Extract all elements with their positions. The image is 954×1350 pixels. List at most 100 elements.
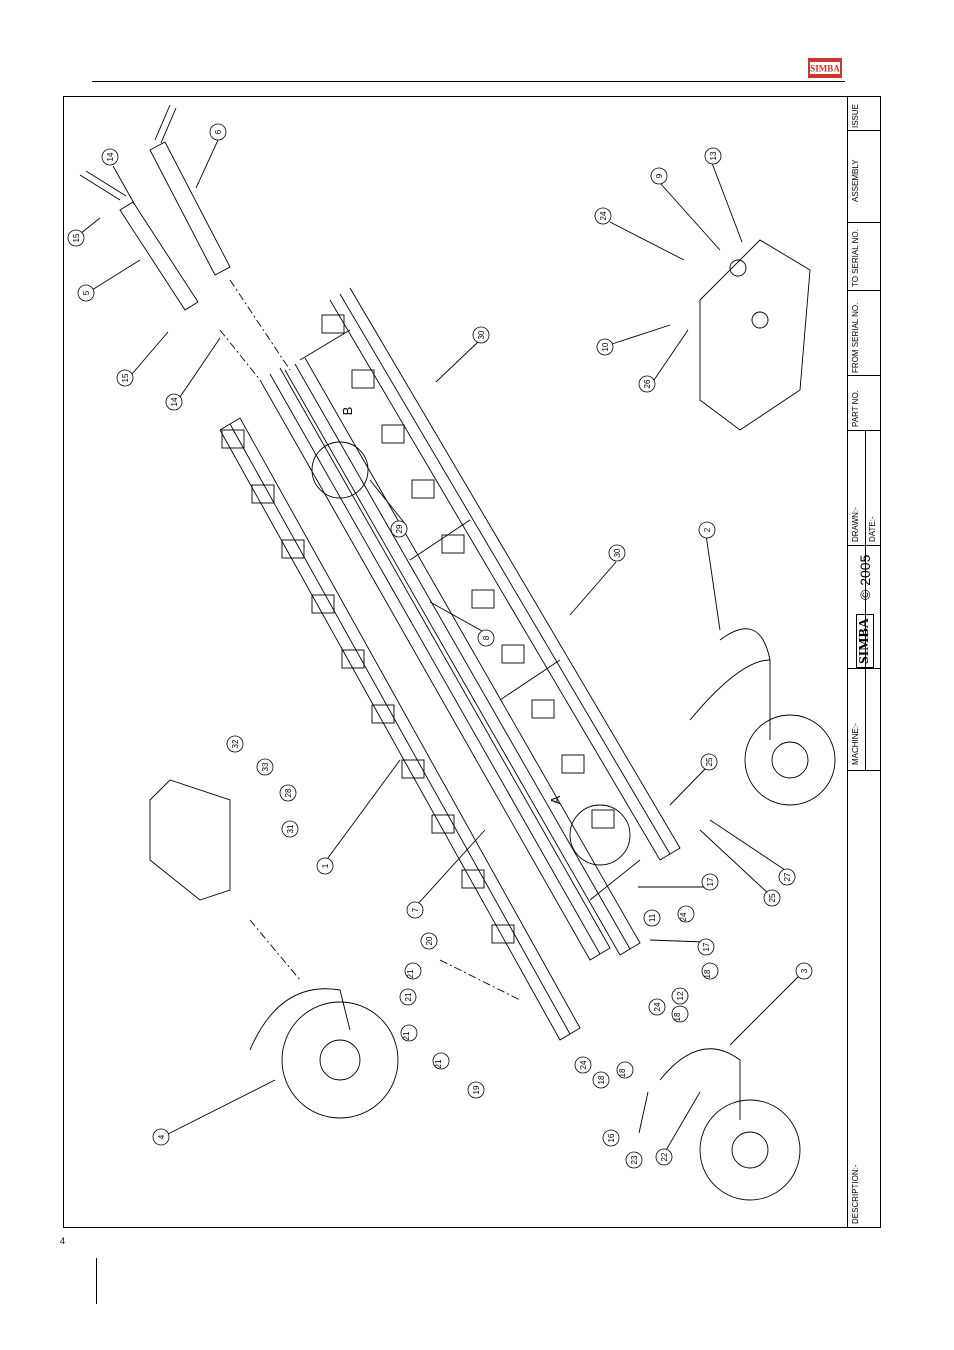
- balloon: 18: [702, 963, 718, 979]
- balloon: 24: [649, 999, 665, 1015]
- disc-assembly-lower-left: [250, 989, 398, 1118]
- svg-text:15: 15: [121, 373, 130, 382]
- balloon: 3: [796, 963, 812, 979]
- balloon: 25: [764, 890, 780, 906]
- svg-text:15: 15: [72, 233, 81, 242]
- svg-text:31: 31: [286, 824, 295, 833]
- balloon: 30: [609, 545, 625, 561]
- svg-text:3: 3: [800, 968, 809, 973]
- svg-text:26: 26: [643, 379, 652, 388]
- svg-text:17: 17: [702, 942, 711, 951]
- balloon: 12: [672, 988, 688, 1004]
- svg-text:30: 30: [613, 548, 622, 557]
- svg-text:14: 14: [106, 152, 115, 161]
- view-label-a: A: [548, 795, 563, 804]
- svg-text:20: 20: [425, 936, 434, 945]
- svg-text:17: 17: [706, 877, 715, 886]
- balloon: 9: [651, 168, 667, 184]
- tine-brackets: [222, 315, 614, 943]
- svg-text:24: 24: [599, 211, 608, 220]
- balloon: 21: [433, 1053, 449, 1069]
- balloon: 14: [102, 149, 118, 165]
- svg-text:9: 9: [655, 173, 664, 178]
- side-bracket: [150, 780, 230, 900]
- balloon: 20: [421, 933, 437, 949]
- balloon: 15: [117, 370, 133, 386]
- main-frame-beam: [220, 288, 680, 1040]
- svg-text:5: 5: [82, 290, 91, 295]
- svg-text:22: 22: [660, 1152, 669, 1161]
- view-label-b: B: [340, 407, 355, 416]
- balloon: 30: [473, 327, 489, 343]
- svg-text:24: 24: [579, 1060, 588, 1069]
- svg-text:4: 4: [157, 1134, 166, 1139]
- svg-text:18: 18: [597, 1075, 606, 1084]
- svg-text:18: 18: [673, 1012, 682, 1021]
- hydraulic-ram-left: [80, 171, 198, 310]
- balloon: 21: [405, 963, 421, 979]
- svg-text:2: 2: [703, 527, 712, 532]
- svg-text:24: 24: [679, 912, 688, 921]
- svg-text:12: 12: [676, 991, 685, 1000]
- svg-text:29: 29: [395, 524, 404, 533]
- balloon: 18: [617, 1062, 633, 1078]
- svg-text:7: 7: [411, 907, 420, 912]
- balloon: 24: [595, 208, 611, 224]
- page-number: 4: [60, 1236, 65, 1246]
- svg-text:1: 1: [321, 863, 330, 868]
- svg-text:16: 16: [607, 1133, 616, 1142]
- balloon: 23: [626, 1152, 642, 1168]
- svg-text:32: 32: [231, 739, 240, 748]
- svg-text:14: 14: [170, 397, 179, 406]
- detail-circle-b: [312, 442, 368, 498]
- svg-text:27: 27: [783, 872, 792, 881]
- balloon: 27: [779, 869, 795, 885]
- balloon: 11: [644, 910, 660, 926]
- balloon: 7: [407, 902, 423, 918]
- svg-text:19: 19: [472, 1085, 481, 1094]
- detail-circle-a: [570, 805, 630, 865]
- svg-text:28: 28: [284, 788, 293, 797]
- svg-text:33: 33: [261, 762, 270, 771]
- svg-text:30: 30: [477, 330, 486, 339]
- balloon: 21: [401, 1025, 417, 1041]
- hitch-bracket: [700, 240, 810, 430]
- svg-text:10: 10: [601, 342, 610, 351]
- svg-text:21: 21: [406, 969, 415, 978]
- balloon: 22: [656, 1149, 672, 1165]
- balloon: 32: [227, 736, 243, 752]
- balloon: 21: [400, 989, 416, 1005]
- svg-text:21: 21: [402, 1031, 411, 1040]
- svg-text:24: 24: [653, 1002, 662, 1011]
- balloon: 4: [153, 1129, 169, 1145]
- balloon: 17: [702, 874, 718, 890]
- balloon: 31: [282, 821, 298, 837]
- balloon: 24: [678, 906, 694, 922]
- balloon: 6: [210, 124, 226, 140]
- svg-text:18: 18: [703, 969, 712, 978]
- svg-text:21: 21: [434, 1059, 443, 1068]
- balloon: 18: [672, 1006, 688, 1022]
- balloon: 18: [593, 1072, 609, 1088]
- balloon: 10: [597, 339, 613, 355]
- balloon: 5: [78, 285, 94, 301]
- balloon: 19: [468, 1082, 484, 1098]
- svg-text:18: 18: [618, 1068, 627, 1077]
- balloon: 33: [257, 759, 273, 775]
- balloon: 14: [166, 394, 182, 410]
- svg-text:11: 11: [648, 913, 657, 922]
- footer-rule: [96, 1258, 97, 1304]
- svg-text:6: 6: [214, 129, 223, 134]
- balloon: 26: [639, 376, 655, 392]
- balloon: 13: [705, 148, 721, 164]
- svg-text:25: 25: [768, 893, 777, 902]
- svg-text:13: 13: [709, 151, 718, 160]
- leader-lines: [80, 140, 800, 1152]
- svg-text:8: 8: [482, 635, 491, 640]
- svg-text:21: 21: [404, 992, 413, 1001]
- balloon: 29: [391, 521, 407, 537]
- balloon: 2: [699, 522, 715, 538]
- svg-text:23: 23: [630, 1155, 639, 1164]
- balloon: 16: [603, 1130, 619, 1146]
